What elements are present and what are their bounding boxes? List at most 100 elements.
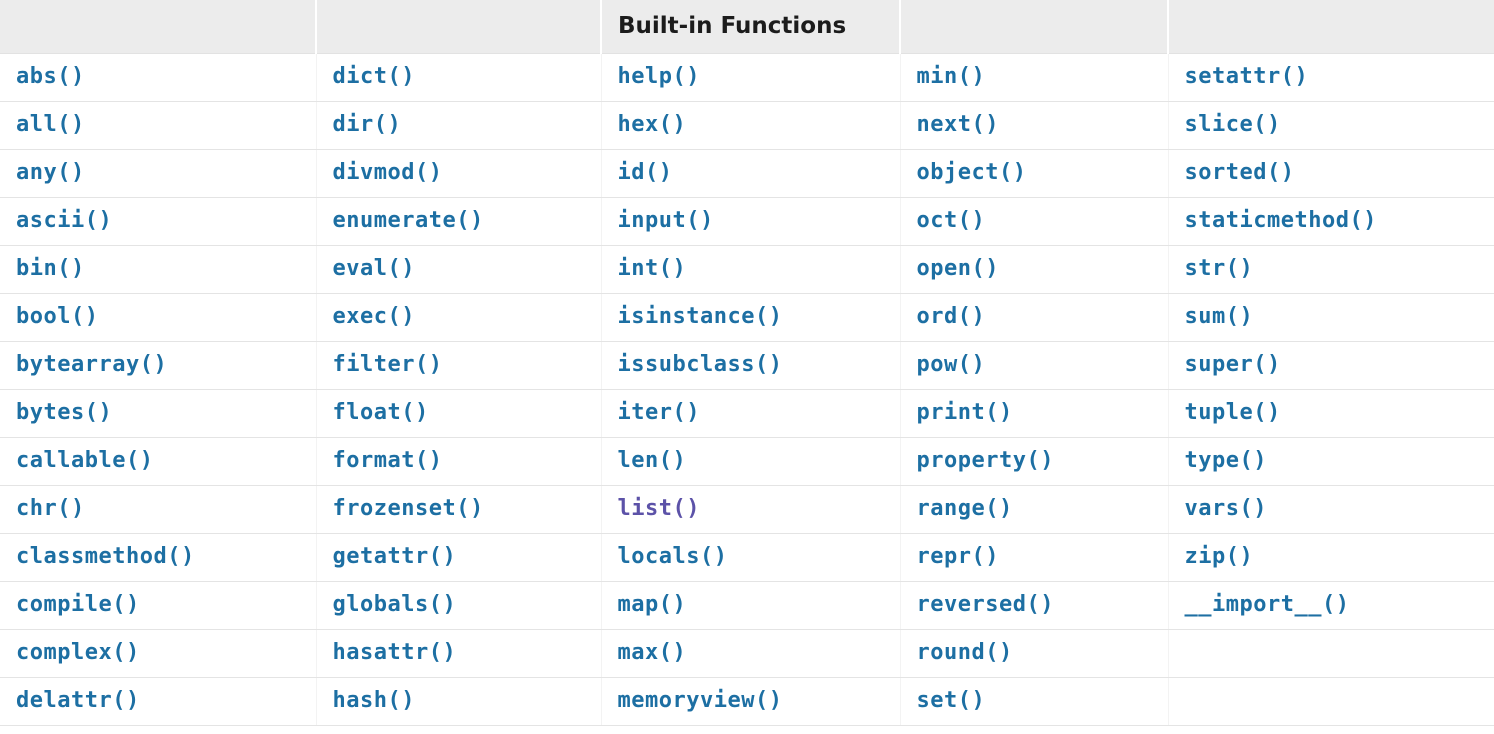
function-link[interactable]: str() bbox=[1184, 256, 1254, 281]
function-link[interactable]: staticmethod() bbox=[1184, 208, 1377, 233]
function-link[interactable]: set() bbox=[916, 688, 986, 713]
function-link[interactable]: format() bbox=[332, 448, 443, 473]
function-link[interactable]: pow() bbox=[916, 352, 986, 377]
table-header: Built-in Functions bbox=[0, 0, 1494, 54]
table-cell: frozenset() bbox=[316, 485, 602, 534]
function-link[interactable]: divmod() bbox=[332, 160, 443, 185]
function-link[interactable]: dir() bbox=[332, 112, 402, 137]
table-cell: eval() bbox=[316, 245, 602, 294]
table-cell: max() bbox=[601, 629, 901, 678]
function-link[interactable]: super() bbox=[1184, 352, 1281, 377]
function-link[interactable]: iter() bbox=[617, 400, 700, 425]
table-cell: ascii() bbox=[0, 197, 317, 246]
function-link[interactable]: zip() bbox=[1184, 544, 1254, 569]
function-link[interactable]: eval() bbox=[332, 256, 415, 281]
function-link[interactable]: hex() bbox=[617, 112, 687, 137]
function-link[interactable]: ascii() bbox=[16, 208, 113, 233]
function-link[interactable]: bytearray() bbox=[16, 352, 168, 377]
function-link[interactable]: sorted() bbox=[1184, 160, 1295, 185]
function-link[interactable]: exec() bbox=[332, 304, 415, 329]
function-link[interactable]: setattr() bbox=[1184, 64, 1309, 89]
function-link[interactable]: map() bbox=[617, 592, 687, 617]
table-cell: hex() bbox=[601, 101, 901, 150]
function-link[interactable]: object() bbox=[916, 160, 1027, 185]
function-link[interactable]: print() bbox=[916, 400, 1013, 425]
table-cell: dict() bbox=[316, 53, 602, 102]
function-link[interactable]: input() bbox=[617, 208, 714, 233]
function-link[interactable]: len() bbox=[617, 448, 687, 473]
table-cell: sorted() bbox=[1168, 149, 1494, 198]
table-row: compile() globals() map() reversed() __impor… bbox=[0, 581, 1494, 630]
function-link[interactable]: all() bbox=[16, 112, 85, 137]
function-link[interactable]: delattr() bbox=[16, 688, 140, 713]
function-link[interactable]: int() bbox=[617, 256, 687, 281]
function-link[interactable]: open() bbox=[916, 256, 999, 281]
function-link[interactable]: id() bbox=[617, 160, 673, 185]
function-link[interactable]: vars() bbox=[1184, 496, 1267, 521]
function-link[interactable]: range() bbox=[916, 496, 1013, 521]
function-link[interactable]: bin() bbox=[16, 256, 85, 281]
table-cell: slice() bbox=[1168, 101, 1494, 150]
table-cell: exec() bbox=[316, 293, 602, 342]
function-link[interactable]: oct() bbox=[916, 208, 986, 233]
table-cell: staticmethod() bbox=[1168, 197, 1494, 246]
table-row: abs() dict() help() min() setattr() bbox=[0, 53, 1494, 102]
function-link[interactable]: sum() bbox=[1184, 304, 1254, 329]
function-link[interactable]: hasattr() bbox=[332, 640, 457, 665]
function-link[interactable]: __import__() bbox=[1184, 592, 1350, 617]
function-link[interactable]: type() bbox=[1184, 448, 1267, 473]
table-cell: int() bbox=[601, 245, 901, 294]
table-row: any() divmod() id() object() sorted() bbox=[0, 149, 1494, 198]
function-link[interactable]: round() bbox=[916, 640, 1013, 665]
table-cell: classmethod() bbox=[0, 533, 317, 582]
function-link[interactable]: globals() bbox=[332, 592, 457, 617]
table-row: bool() exec() isinstance() ord() sum() bbox=[0, 293, 1494, 342]
function-link[interactable]: locals() bbox=[617, 544, 728, 569]
function-link[interactable]: bool() bbox=[16, 304, 99, 329]
header-cell-4 bbox=[900, 0, 1169, 54]
table-cell: map() bbox=[601, 581, 901, 630]
function-link[interactable]: next() bbox=[916, 112, 999, 137]
function-link[interactable]: callable() bbox=[16, 448, 154, 473]
function-link[interactable]: bytes() bbox=[16, 400, 113, 425]
function-link[interactable]: any() bbox=[16, 160, 85, 185]
function-link[interactable]: slice() bbox=[1184, 112, 1281, 137]
function-link[interactable]: complex() bbox=[16, 640, 140, 665]
table-cell: bin() bbox=[0, 245, 317, 294]
table-row: classmethod() getattr() locals() repr() zip(… bbox=[0, 533, 1494, 582]
function-link[interactable]: issubclass() bbox=[617, 352, 783, 377]
function-link[interactable]: memoryview() bbox=[617, 688, 783, 713]
table-cell: float() bbox=[316, 389, 602, 438]
function-link[interactable]: classmethod() bbox=[16, 544, 195, 569]
table-cell: chr() bbox=[0, 485, 317, 534]
function-link[interactable]: property() bbox=[916, 448, 1054, 473]
table-cell: hash() bbox=[316, 677, 602, 726]
header-cell-5 bbox=[1168, 0, 1494, 54]
function-link[interactable]: isinstance() bbox=[617, 304, 783, 329]
table-cell: zip() bbox=[1168, 533, 1494, 582]
function-link[interactable]: frozenset() bbox=[332, 496, 484, 521]
function-link[interactable]: abs() bbox=[16, 64, 85, 89]
function-link[interactable]: enumerate() bbox=[332, 208, 484, 233]
function-link[interactable]: filter() bbox=[332, 352, 443, 377]
function-link[interactable]: float() bbox=[332, 400, 429, 425]
function-link[interactable]: chr() bbox=[16, 496, 85, 521]
table-cell: complex() bbox=[0, 629, 317, 678]
function-link[interactable]: dict() bbox=[332, 64, 415, 89]
function-link[interactable]: max() bbox=[617, 640, 687, 665]
table-cell: min() bbox=[900, 53, 1169, 102]
table-cell: __import__() bbox=[1168, 581, 1494, 630]
function-link[interactable]: list() bbox=[617, 496, 700, 521]
function-link[interactable]: min() bbox=[916, 64, 986, 89]
function-link[interactable]: hash() bbox=[332, 688, 415, 713]
function-link[interactable]: compile() bbox=[16, 592, 140, 617]
function-link[interactable]: repr() bbox=[916, 544, 999, 569]
function-link[interactable]: help() bbox=[617, 64, 700, 89]
function-link[interactable]: reversed() bbox=[916, 592, 1054, 617]
table-cell: divmod() bbox=[316, 149, 602, 198]
function-link[interactable]: getattr() bbox=[332, 544, 457, 569]
table-cell: memoryview() bbox=[601, 677, 901, 726]
function-link[interactable]: ord() bbox=[916, 304, 986, 329]
function-link[interactable]: tuple() bbox=[1184, 400, 1281, 425]
